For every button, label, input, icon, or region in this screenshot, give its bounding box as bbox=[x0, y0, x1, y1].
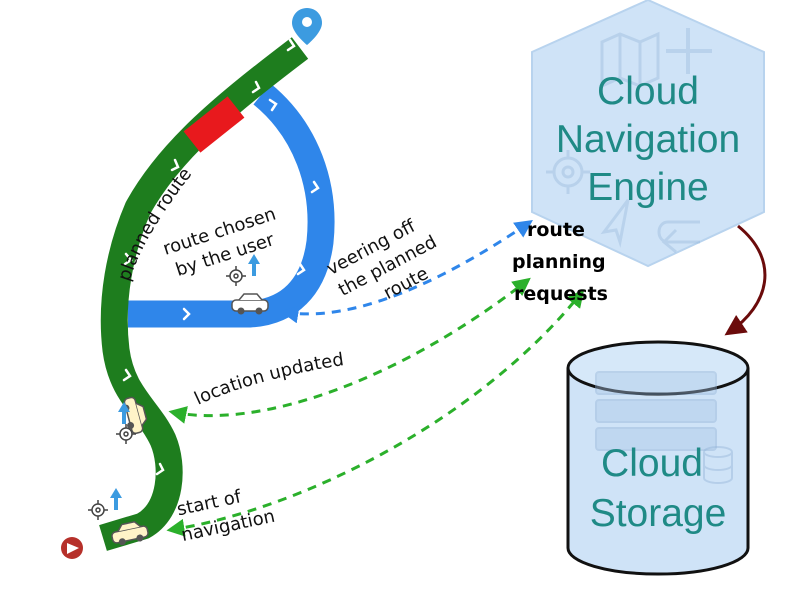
route-planning-line1: route bbox=[527, 219, 585, 241]
engine-title-line1: Cloud bbox=[597, 70, 699, 113]
gps-target-icon bbox=[226, 266, 246, 286]
engine-title-line2: Navigation bbox=[556, 118, 740, 161]
start-navigation-label: start of navigation bbox=[175, 486, 277, 546]
route-chosen-label: route chosen by the user bbox=[160, 203, 278, 280]
car-icon bbox=[231, 293, 269, 315]
storage-title-line2: Storage bbox=[590, 492, 727, 535]
gps-target-icon bbox=[116, 424, 136, 444]
location-updated-text: location updated bbox=[191, 349, 345, 409]
destination-map-pin-icon bbox=[292, 8, 322, 45]
gps-target-icon bbox=[546, 150, 590, 194]
start-navigation-arrow bbox=[166, 289, 585, 537]
gps-target-icon bbox=[88, 500, 108, 520]
route-planning-label: route planning requests bbox=[512, 219, 608, 305]
direction-arrow-icon bbox=[248, 254, 260, 276]
storage-title-line1: Cloud bbox=[601, 442, 703, 485]
veering-label: veering off the planned route bbox=[323, 215, 440, 304]
car-icon bbox=[111, 520, 149, 546]
engine-to-storage-arrow bbox=[724, 224, 767, 336]
navigation-arrow-icon bbox=[600, 199, 630, 248]
server-stack-icon bbox=[595, 371, 717, 451]
location-updated-label: location updated bbox=[191, 349, 345, 409]
return-arrow-icon bbox=[657, 220, 700, 254]
cloud-storage: Cloud Storage bbox=[566, 340, 750, 576]
car-icon bbox=[122, 396, 148, 435]
start-marker-icon bbox=[61, 537, 83, 559]
database-icon bbox=[703, 446, 733, 484]
engine-hexagon bbox=[531, 0, 765, 268]
route-planning-line2: planning bbox=[512, 251, 606, 273]
map-icon bbox=[600, 31, 660, 89]
cloud-navigation-engine: Cloud Navigation Engine bbox=[531, 0, 765, 268]
direction-arrow-icon bbox=[110, 488, 122, 510]
congestion-segment bbox=[183, 96, 245, 153]
direction-arrow-icon bbox=[118, 402, 130, 424]
route-planning-line3: requests bbox=[514, 283, 608, 305]
storage-cylinder-body bbox=[566, 368, 750, 576]
route-chevrons bbox=[122, 38, 296, 476]
plus-icon bbox=[666, 28, 712, 74]
engine-title-line3: Engine bbox=[587, 166, 708, 209]
